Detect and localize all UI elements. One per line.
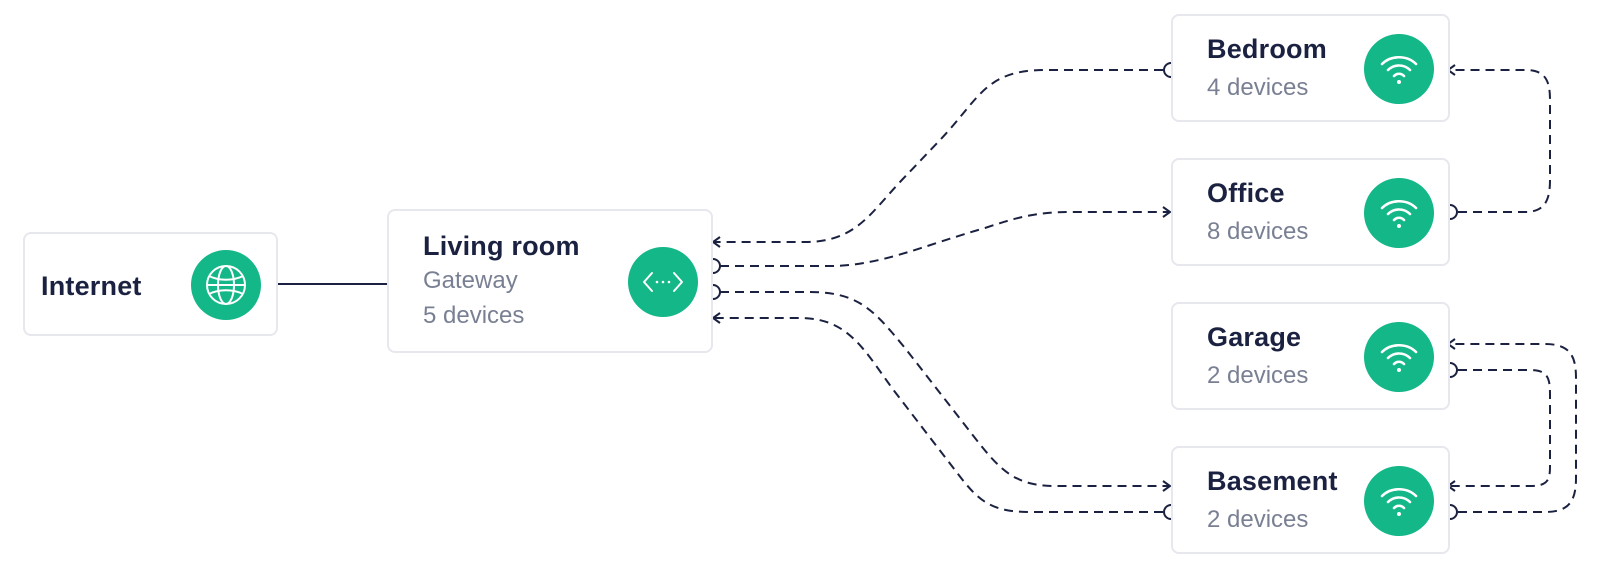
link-living-room-to-basement — [720, 291, 1172, 492]
node-internet-title: Internet — [41, 271, 142, 301]
node-basement-title: Basement — [1207, 466, 1338, 496]
link-bedroom-to-living-room — [711, 69, 1163, 248]
node-office-title: Office — [1207, 178, 1285, 208]
wifi-icon — [1364, 322, 1434, 392]
node-living-room-title: Living room — [423, 231, 580, 261]
code-brackets-icon — [628, 247, 698, 317]
globe-icon — [191, 250, 261, 320]
node-bedroom-title: Bedroom — [1207, 34, 1327, 64]
node-office[interactable]: Office 8 devices — [1171, 158, 1450, 266]
node-basement-devices: 2 devices — [1207, 506, 1309, 533]
node-office-devices: 8 devices — [1207, 218, 1309, 245]
node-bedroom[interactable]: Bedroom 4 devices — [1171, 14, 1450, 122]
node-basement[interactable]: Basement 2 devices — [1171, 446, 1450, 554]
wifi-icon — [1364, 178, 1434, 248]
node-internet[interactable]: Internet — [23, 232, 278, 336]
link-living-room-to-office — [720, 206, 1172, 267]
node-garage[interactable]: Garage 2 devices — [1171, 302, 1450, 410]
node-garage-devices: 2 devices — [1207, 362, 1309, 389]
link-garage-to-basement — [1446, 369, 1551, 492]
link-basement-to-living-room — [711, 312, 1163, 513]
node-living-room-role: Gateway — [423, 267, 518, 294]
node-living-room-devices: 5 devices — [423, 302, 525, 329]
wifi-icon — [1364, 466, 1434, 536]
wifi-icon — [1364, 34, 1434, 104]
node-garage-title: Garage — [1207, 322, 1302, 352]
node-bedroom-devices: 4 devices — [1207, 74, 1309, 101]
link-office-to-bedroom — [1446, 64, 1551, 213]
node-living-room[interactable]: Living room Gateway 5 devices — [387, 209, 713, 353]
